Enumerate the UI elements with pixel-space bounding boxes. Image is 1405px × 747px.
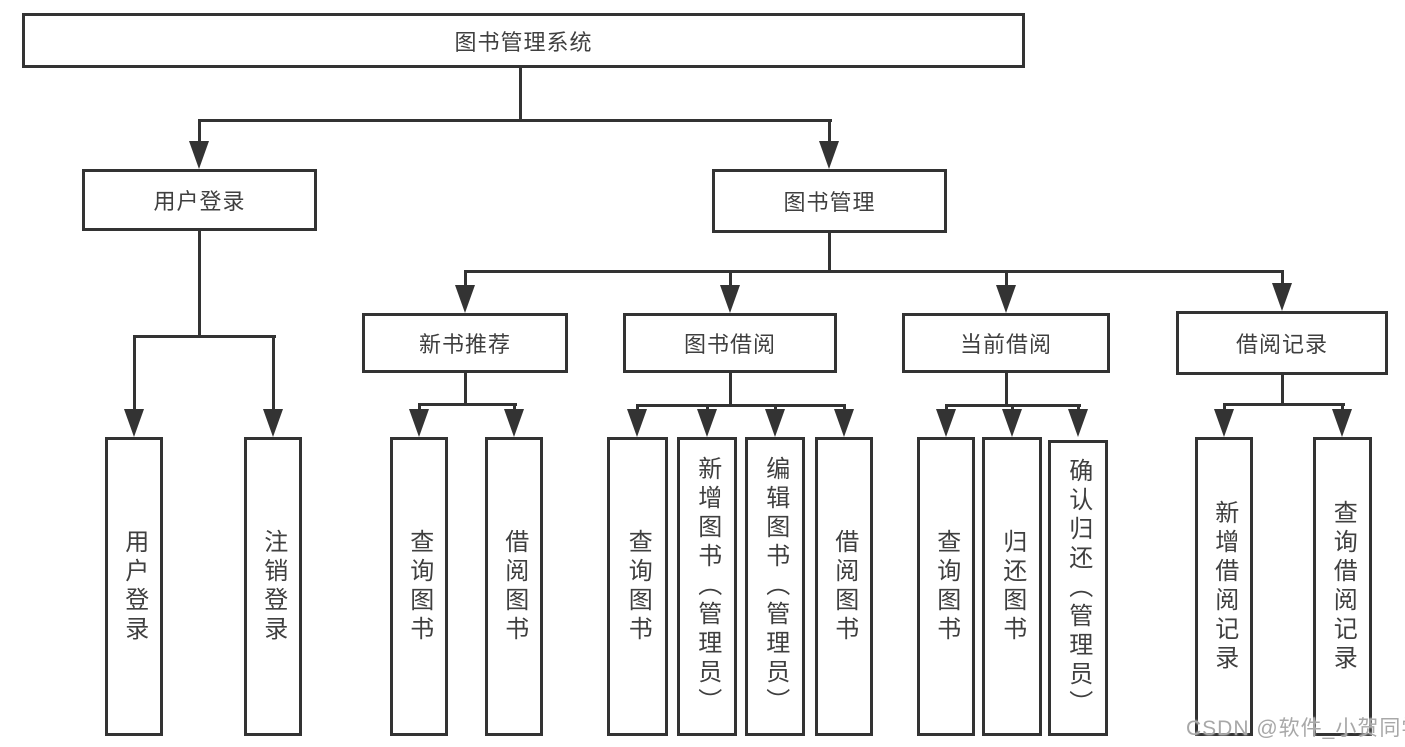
leaf-borrowing-borrow-books: 借阅图书 bbox=[815, 437, 873, 736]
node-user-login: 用户登录 bbox=[82, 169, 317, 231]
connector-new-book-rail bbox=[418, 403, 517, 406]
node-current-borrowing: 当前借阅 bbox=[902, 313, 1110, 373]
connector-level2-rail bbox=[198, 119, 832, 122]
connector-book-borrowing-stub bbox=[729, 373, 732, 406]
arrowhead-bb-edit bbox=[765, 409, 785, 437]
leaf-user-login: 用户登录 bbox=[105, 437, 163, 736]
leaf-confirm-return-admin: 确认归还（管理员） bbox=[1048, 440, 1108, 736]
leaf-add-books-admin-label: 新增图书（管理员） bbox=[693, 456, 721, 717]
leaf-edit-books-admin-label: 编辑图书（管理员） bbox=[761, 456, 789, 717]
leaf-add-borrow-record-label: 新增借阅记录 bbox=[1210, 499, 1238, 674]
leaf-confirm-return-admin-label: 确认归还（管理员） bbox=[1064, 457, 1092, 719]
connector-new-book-stub bbox=[464, 373, 467, 406]
leaf-current-query-books-label: 查询图书 bbox=[932, 528, 960, 645]
arrowhead-bb-query bbox=[627, 409, 647, 437]
arrowhead-cb-query bbox=[936, 409, 956, 437]
arrowhead-leaf-user-login bbox=[124, 409, 144, 437]
connector-drop-leaf-user-login bbox=[133, 335, 136, 415]
leaf-add-books-admin: 新增图书（管理员） bbox=[677, 437, 737, 736]
arrowhead-nb-borrow bbox=[504, 409, 524, 437]
leaf-return-books-label: 归还图书 bbox=[998, 528, 1026, 645]
connector-current-borrowing-stub bbox=[1005, 373, 1008, 406]
arrowhead-cb-confirm bbox=[1068, 409, 1088, 437]
node-root-label: 图书管理系统 bbox=[454, 29, 593, 55]
node-borrow-records: 借阅记录 bbox=[1176, 311, 1388, 375]
arrowhead-book-borrowing bbox=[720, 285, 740, 313]
leaf-recommend-query-books-label: 查询图书 bbox=[405, 528, 433, 645]
leaf-add-borrow-record: 新增借阅记录 bbox=[1195, 437, 1253, 736]
node-borrow-records-label: 借阅记录 bbox=[1235, 332, 1328, 357]
csdn-watermark: CSDN @软件_小贺同学 bbox=[1186, 717, 1405, 740]
connector-borrow-records-rail bbox=[1223, 403, 1345, 406]
arrowhead-bb-borrow bbox=[834, 409, 854, 437]
leaf-borrowing-query-books-label: 查询图书 bbox=[624, 528, 652, 645]
connector-drop-leaf-logout bbox=[272, 335, 275, 415]
node-book-borrowing-label: 图书借阅 bbox=[683, 332, 776, 357]
leaf-query-borrow-record-label: 查询借阅记录 bbox=[1329, 499, 1357, 674]
node-user-login-label: 用户登录 bbox=[153, 189, 246, 214]
connector-book-management-stub bbox=[828, 233, 831, 273]
node-book-management: 图书管理 bbox=[712, 169, 947, 233]
arrowhead-new-book bbox=[455, 285, 475, 313]
connector-drop-current-borrowing bbox=[1005, 270, 1008, 290]
connector-drop-new-book bbox=[464, 270, 467, 290]
arrowhead-cb-return bbox=[1002, 409, 1022, 437]
leaf-recommend-borrow-books: 借阅图书 bbox=[485, 437, 543, 736]
arrowhead-br-add bbox=[1214, 409, 1234, 437]
node-new-book-recommend: 新书推荐 bbox=[362, 313, 568, 373]
node-book-management-label: 图书管理 bbox=[783, 190, 876, 215]
arrowhead-borrow-records bbox=[1272, 283, 1292, 311]
connector-user-login-stub bbox=[198, 231, 201, 338]
node-book-borrowing: 图书借阅 bbox=[623, 313, 837, 373]
connector-user-login-rail bbox=[133, 335, 276, 338]
connector-book-borrowing-rail bbox=[636, 404, 846, 407]
connector-borrow-records-stub bbox=[1281, 375, 1284, 406]
leaf-logout-label: 注销登录 bbox=[259, 528, 287, 645]
node-new-book-recommend-label: 新书推荐 bbox=[418, 332, 511, 357]
arrowhead-book-management bbox=[819, 141, 839, 169]
leaf-logout: 注销登录 bbox=[244, 437, 302, 736]
leaf-return-books: 归还图书 bbox=[982, 437, 1042, 736]
connector-level3-rail bbox=[464, 270, 1284, 273]
connector-drop-book-borrowing bbox=[729, 270, 732, 290]
node-root-system: 图书管理系统 bbox=[22, 13, 1025, 68]
arrowhead-br-query bbox=[1332, 409, 1352, 437]
leaf-recommend-borrow-books-label: 借阅图书 bbox=[500, 528, 528, 645]
arrowhead-leaf-logout bbox=[263, 409, 283, 437]
leaf-borrowing-borrow-books-label: 借阅图书 bbox=[830, 528, 858, 645]
leaf-user-login-label: 用户登录 bbox=[120, 528, 148, 645]
arrowhead-current-borrowing bbox=[996, 285, 1016, 313]
leaf-current-query-books: 查询图书 bbox=[917, 437, 975, 736]
arrowhead-bb-add bbox=[697, 409, 717, 437]
connector-root-stub bbox=[519, 66, 522, 122]
leaf-edit-books-admin: 编辑图书（管理员） bbox=[745, 437, 805, 736]
arrowhead-user-login bbox=[189, 141, 209, 169]
node-current-borrowing-label: 当前借阅 bbox=[959, 332, 1052, 357]
leaf-borrowing-query-books: 查询图书 bbox=[607, 437, 668, 736]
leaf-query-borrow-record: 查询借阅记录 bbox=[1313, 437, 1372, 736]
leaf-recommend-query-books: 查询图书 bbox=[390, 437, 448, 736]
connector-drop-user-login bbox=[198, 119, 201, 149]
connector-drop-book-management bbox=[828, 119, 831, 149]
connector-drop-borrow-records bbox=[1281, 270, 1284, 288]
arrowhead-nb-query bbox=[409, 409, 429, 437]
